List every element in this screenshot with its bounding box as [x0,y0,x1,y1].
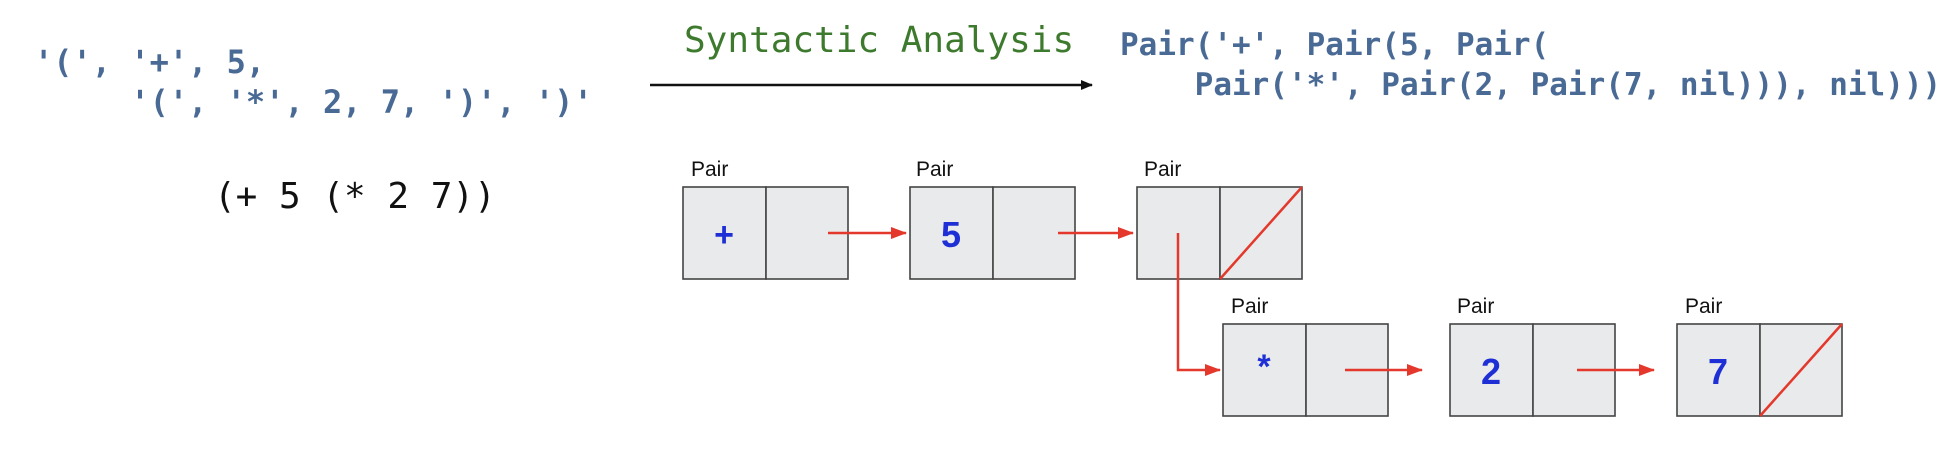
pair-expression-line-1: Pair('+', Pair(5, Pair( [1120,27,1550,63]
pair-box [682,186,849,280]
pair-box [1449,323,1616,417]
pair-value: 7 [1708,351,1728,392]
pair-label: Pair [1231,295,1268,318]
token-line-1: '(', '+', 5, [34,43,266,81]
pair-value: + [714,216,734,254]
pair-first-cell [909,186,994,280]
pair-label: Pair [691,158,728,181]
pair-expression-line-2: Pair('*', Pair(2, Pair(7, nil))), nil))) [1120,67,1941,103]
token-list: '(', '+', 5, '(', '*', 2, 7, ')', ')' [34,42,593,122]
pair-value: 5 [941,214,961,255]
nil-slash [1219,186,1303,280]
token-line-2: '(', '*', 2, 7, ')', ')' [34,83,593,121]
pair-first-cell [682,186,767,280]
pair-box [1136,186,1303,280]
pair-expression: Pair('+', Pair(5, Pair( Pair('*', Pair(2… [1120,25,1941,105]
pair-box [1676,323,1843,417]
pair-first-cell [1222,323,1307,417]
syntactic-analysis-label: Syntactic Analysis [684,20,1075,61]
pair-box [909,186,1076,280]
pair-value: 2 [1481,351,1501,392]
pair-label: Pair [1685,295,1722,318]
pair-label: Pair [916,158,953,181]
pair-label: Pair [1457,295,1494,318]
pair-label: Pair [1144,158,1181,181]
pair-first-cell [1676,323,1761,417]
pointer-arrow [1176,233,1221,376]
nil-slash [1759,323,1843,417]
pair-value: * [1257,348,1271,386]
scheme-expression: (+ 5 (* 2 7)) [214,176,496,217]
